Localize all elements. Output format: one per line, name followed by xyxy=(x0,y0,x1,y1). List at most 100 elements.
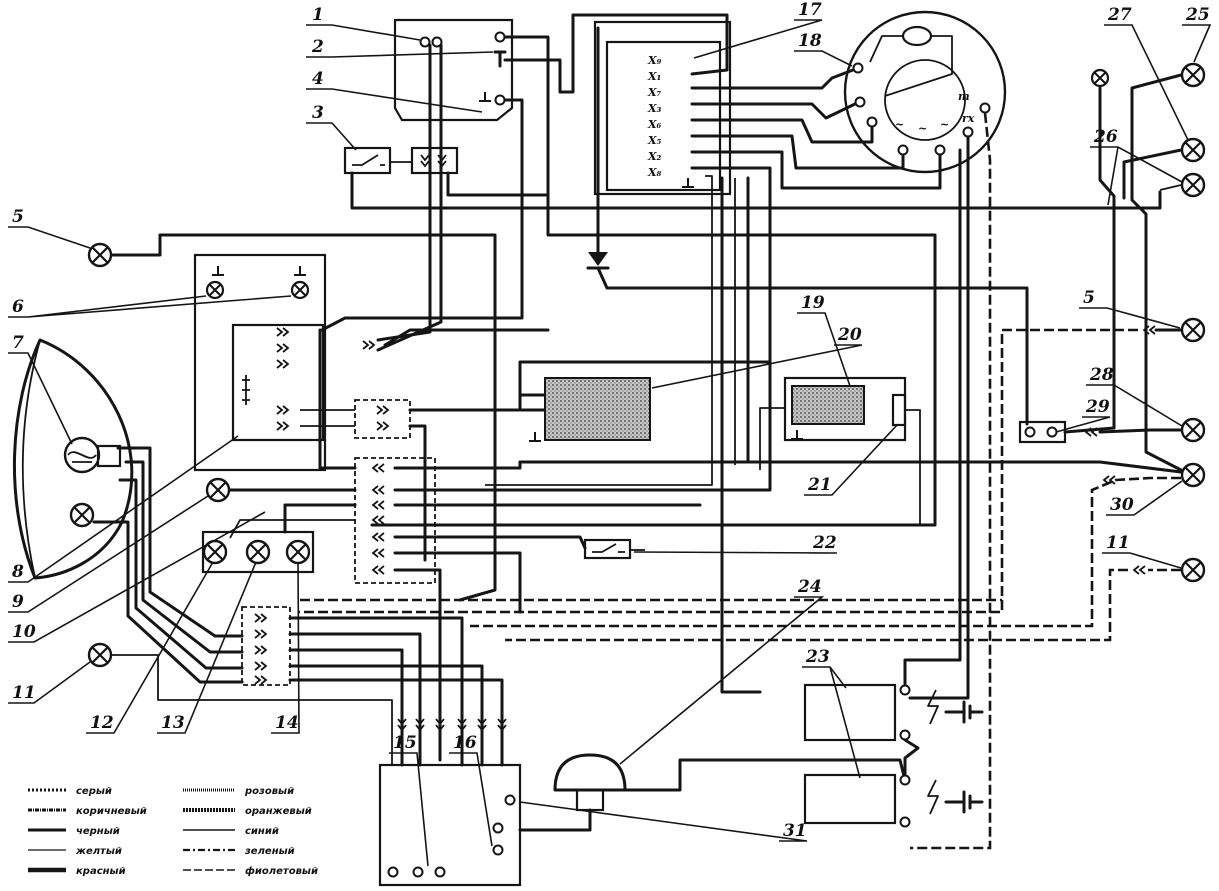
leader-line xyxy=(693,19,823,59)
callout-6: 6 xyxy=(8,295,292,318)
switch-29-body xyxy=(1018,420,1067,444)
callout-number: 31 xyxy=(783,821,807,841)
legend-item: серый xyxy=(28,786,112,797)
wire xyxy=(288,648,404,767)
connector-icon xyxy=(372,565,385,575)
callout-9: 9 xyxy=(8,495,209,613)
connector-icon xyxy=(1133,565,1146,575)
lamp-icon xyxy=(1180,417,1206,443)
generator-symbol: ~ xyxy=(940,118,949,131)
lamp-icon xyxy=(205,280,225,300)
wire xyxy=(690,68,855,90)
wire xyxy=(116,446,244,638)
callout-number: 9 xyxy=(12,592,24,612)
wire xyxy=(393,551,522,614)
callout-number: 15 xyxy=(393,733,417,753)
legend-item: розовый xyxy=(183,786,294,797)
leader-line xyxy=(86,561,214,734)
generator-label-rx: rx xyxy=(962,112,975,125)
generator-symbol: ~ xyxy=(895,118,904,131)
leader-line xyxy=(8,435,239,583)
connector-icon xyxy=(276,343,289,353)
wire xyxy=(408,424,427,562)
callout-13: 13 xyxy=(157,561,257,734)
callout-number: 6 xyxy=(12,297,24,317)
legend-item: зеленый xyxy=(183,846,295,857)
callout-17: 17 xyxy=(693,0,823,59)
relay-box-17: X₉ X₁ X₇ X₃ X₆ X₅ X₂ X₈ xyxy=(593,20,732,196)
wire xyxy=(485,175,713,486)
wire xyxy=(393,535,587,550)
callouts: 1 2 4 3 17 18 27 25 26 5 6 7 8 9 10 11 1… xyxy=(8,0,1212,867)
ignition-switch xyxy=(393,18,514,122)
terminal xyxy=(897,144,909,156)
wire xyxy=(690,150,942,190)
terminal xyxy=(419,36,431,48)
ground-icon xyxy=(790,429,804,440)
leader-line xyxy=(306,122,357,151)
callout-11-left: 11 xyxy=(8,661,91,704)
wire xyxy=(759,407,785,470)
lamp-icon xyxy=(285,539,311,565)
connector-block-13-body xyxy=(241,606,291,686)
ground-icon xyxy=(528,431,542,442)
leader-line xyxy=(8,661,91,704)
wire xyxy=(124,460,244,654)
wire xyxy=(518,460,1183,474)
switch-box-15-16 xyxy=(378,763,522,887)
callout-number: 18 xyxy=(798,31,822,51)
lamp-icon xyxy=(1090,68,1110,88)
leader-line xyxy=(8,295,292,318)
callout-number: 16 xyxy=(453,733,477,753)
terminal-label: X₆ xyxy=(647,118,662,131)
terminal-label: X₃ xyxy=(647,102,662,115)
terminal-label: X₇ xyxy=(647,86,662,99)
relay-box-17-outer xyxy=(593,20,732,196)
terminal xyxy=(934,144,946,156)
wire xyxy=(910,112,992,850)
switch-block-body xyxy=(231,323,325,442)
legend-label: серый xyxy=(76,786,112,797)
switch-contact xyxy=(352,154,385,166)
legend-label: розовый xyxy=(244,786,294,797)
ignition-switch-body xyxy=(393,18,514,122)
battery-symbol xyxy=(944,790,984,814)
connector-icon xyxy=(362,340,375,350)
terminal-label: X₁ xyxy=(647,70,661,83)
legend-label: оранжевый xyxy=(245,806,312,817)
legend-label: фиолетовый xyxy=(245,865,318,877)
switch-contact xyxy=(493,50,507,68)
lamps xyxy=(69,62,1206,668)
callout-4: 4 xyxy=(306,69,483,113)
leader-line xyxy=(306,24,421,41)
battery-symbol xyxy=(944,700,984,724)
lamp-icon xyxy=(205,477,231,503)
leader-line xyxy=(1106,480,1183,516)
wire xyxy=(1122,148,1183,200)
callout-number: 4 xyxy=(312,69,324,89)
lamp-icon xyxy=(1180,62,1206,88)
connector-icon xyxy=(254,629,267,639)
connector-icon xyxy=(254,645,267,655)
callout-number: 27 xyxy=(1107,5,1132,25)
lamp-icon xyxy=(1180,462,1206,488)
leader-line xyxy=(271,561,300,734)
connector-icon xyxy=(276,405,289,415)
horn-icon xyxy=(553,753,627,792)
callout-19: 19 xyxy=(797,293,851,387)
callout-number: 20 xyxy=(837,325,862,345)
switch-block-outer xyxy=(193,253,327,472)
motor-icon xyxy=(901,25,933,47)
connector-icon xyxy=(254,675,267,685)
connector-block-13 xyxy=(241,606,291,686)
callout-number: 5 xyxy=(1083,288,1095,308)
leader-line xyxy=(8,495,209,613)
legend-item: оранжевый xyxy=(183,806,312,817)
lamp-icon xyxy=(1180,137,1206,163)
callout-number: 13 xyxy=(161,713,185,733)
callout-number: 29 xyxy=(1085,397,1110,417)
wire xyxy=(690,102,857,120)
wire xyxy=(446,171,550,197)
legend-item: черный xyxy=(28,826,120,837)
legend-label: красный xyxy=(76,866,126,877)
